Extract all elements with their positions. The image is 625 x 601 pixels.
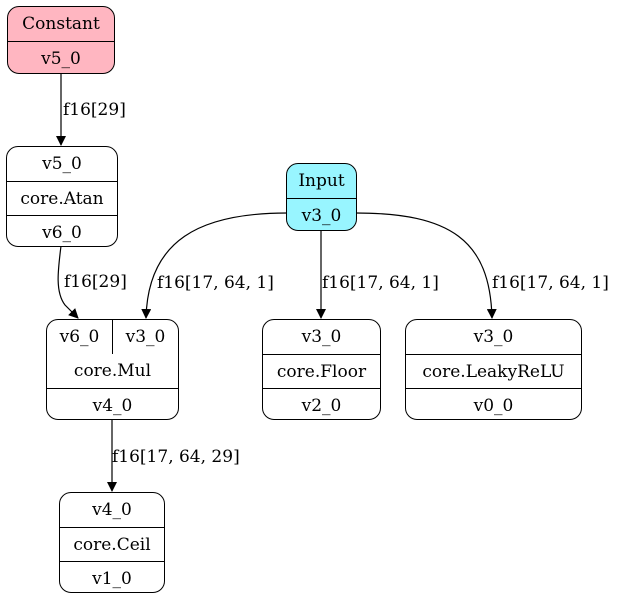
node-mul-op: core.Mul <box>73 361 152 381</box>
edge-input-to-leakyrelu <box>355 212 497 319</box>
node-constant-output: v5_0 <box>8 41 114 73</box>
node-floor-op: core.Floor <box>263 354 380 388</box>
node-floor[interactable]: v3_0 core.Floor v2_0 <box>262 319 381 420</box>
node-ceil[interactable]: v4_0 core.Ceil v1_0 <box>59 492 165 593</box>
node-mul[interactable]: v6_0 v3_0 core.Mul v4_0 <box>46 319 179 420</box>
node-floor-input: v3_0 <box>301 327 342 347</box>
edge-label-atan-to-mul: f16[29] <box>64 272 127 292</box>
node-leakyrelu-input: v3_0 <box>473 327 514 347</box>
edge-label-input-to-mul: f16[17, 64, 1] <box>157 273 274 293</box>
node-input[interactable]: Input v3_0 <box>286 163 357 231</box>
node-constant-title: Constant <box>22 14 100 34</box>
edge-atan-to-mul <box>57 245 79 319</box>
node-mul-inputs: v6_0 v3_0 <box>47 320 178 354</box>
node-atan-input: v5_0 <box>42 154 82 174</box>
node-leakyrelu[interactable]: v3_0 core.LeakyReLU v0_0 <box>405 319 582 420</box>
node-leakyrelu-output: v0_0 <box>406 388 581 419</box>
node-input-title: Input <box>298 171 345 191</box>
node-constant[interactable]: Constant v5_0 <box>7 6 115 74</box>
edge-label-input-to-floor: f16[17, 64, 1] <box>322 273 439 293</box>
node-input-output: v3_0 <box>287 198 356 230</box>
node-mul-output: v4_0 <box>47 388 178 419</box>
node-floor-output: v2_0 <box>263 388 380 419</box>
node-leakyrelu-op: core.LeakyReLU <box>406 354 581 388</box>
edge-label-input-to-leakyrelu: f16[17, 64, 1] <box>492 273 609 293</box>
node-ceil-output: v1_0 <box>60 561 164 592</box>
edge-label-constant-to-atan: f16[29] <box>63 100 126 120</box>
node-atan-output: v6_0 <box>7 215 117 246</box>
edge-label-mul-to-ceil: f16[17, 64, 29] <box>112 447 240 467</box>
node-ceil-op: core.Ceil <box>60 527 164 561</box>
node-mul-input-a: v6_0 <box>59 327 100 347</box>
node-mul-input-b: v3_0 <box>112 320 178 354</box>
node-atan-op: core.Atan <box>7 181 117 215</box>
node-atan[interactable]: v5_0 core.Atan v6_0 <box>6 146 118 247</box>
node-ceil-input: v4_0 <box>92 500 132 520</box>
edge-input-to-mul <box>141 212 288 319</box>
